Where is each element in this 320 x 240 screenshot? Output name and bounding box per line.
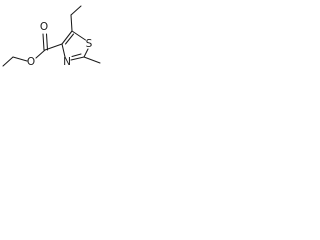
bond-ring-n-c4 [61, 43, 66, 58]
bond-ethyl-ch2-o [12, 56, 28, 62]
bond-carbonyl-c4 [44, 43, 63, 51]
bond-carbonyl-double-2 [45, 33, 49, 51]
atom-label-ring-nitrogen: N [63, 56, 71, 68]
bond-ethyl-ch2-ch3 [70, 5, 82, 16]
bond-ring-s-c2 [83, 48, 89, 58]
bond-c5-ethyl-ch2 [70, 14, 73, 32]
bond-c2-methyl [83, 56, 101, 64]
bond-ring-c2-n [70, 56, 85, 61]
bond-ring-c4-c5-inner [64, 33, 75, 45]
atom-label-ring-sulfur: S [86, 38, 93, 50]
bond-ring-c5-s [71, 30, 87, 41]
atom-label-carbonyl-oxygen: O [40, 21, 48, 33]
bond-ring-c4-c5 [61, 30, 73, 45]
bond-ethyl-ch3-ch2 [2, 56, 14, 67]
atom-label-ether-oxygen: O [27, 56, 35, 68]
bond-ring-c2-n-inner [71, 53, 82, 58]
bond-carbonyl-double-1 [42, 33, 45, 51]
bond-o-carbonyl-carbon [35, 49, 46, 59]
ethyl-5-ethyl-2-methylthiazole-4-carboxylate-structure: O O N S [2, 5, 101, 68]
